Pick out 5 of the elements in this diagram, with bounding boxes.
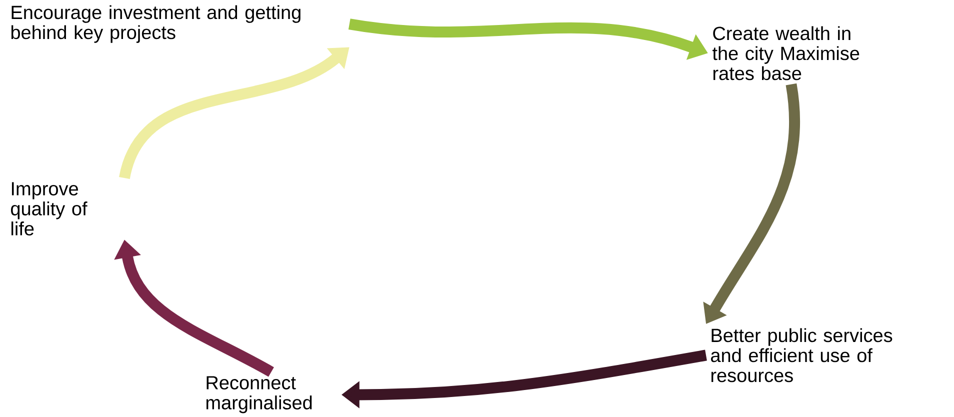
cycle-step-label: Encourage investment and getting behind key projects [11,5,300,43]
cycle-step-label: Create wealth in the city Maximise rates base [712,26,860,80]
cycle-step-label: Reconnect marginalised [206,376,312,414]
cycle-step-label: Better public services and efficient use of resources [711,328,892,382]
cycle-step-label: Improve quality of life [11,182,88,236]
